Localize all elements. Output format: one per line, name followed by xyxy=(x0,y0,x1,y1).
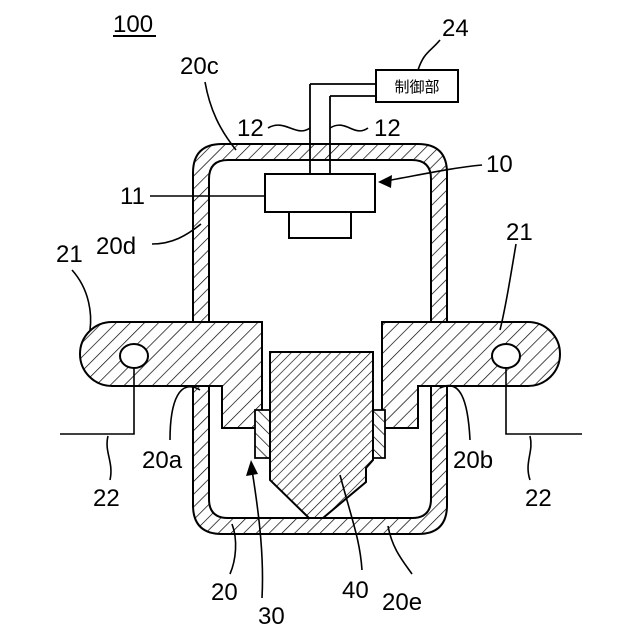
label-24: 24 xyxy=(442,15,469,42)
label-20b: 20b xyxy=(453,447,493,474)
label-40: 40 xyxy=(342,577,369,604)
label-22-right: 22 xyxy=(525,485,552,512)
part-40-body xyxy=(270,352,373,518)
part-30-left xyxy=(255,410,271,458)
leader-22-left xyxy=(107,436,111,480)
label-20a: 20a xyxy=(142,447,183,474)
label-21-left: 21 xyxy=(56,241,83,268)
leader-24 xyxy=(418,40,440,70)
label-20e: 20e xyxy=(382,589,422,616)
label-21-right: 21 xyxy=(506,219,533,246)
label-11: 11 xyxy=(120,183,145,210)
mount-hole-right xyxy=(492,344,520,368)
label-12-right: 12 xyxy=(374,115,401,142)
label-20d: 20d xyxy=(96,233,136,260)
label-10: 10 xyxy=(486,151,513,178)
figure-number: 100 xyxy=(113,11,153,38)
leader-20c xyxy=(205,82,236,150)
leader-21-right xyxy=(500,244,516,330)
leader-12-right xyxy=(330,125,368,131)
label-30: 30 xyxy=(258,603,285,630)
label-22-left: 22 xyxy=(93,485,120,512)
label-20c: 20c xyxy=(180,53,219,80)
label-20: 20 xyxy=(211,579,238,606)
leader-30-arrow xyxy=(246,460,258,476)
leader-21-left xyxy=(72,270,91,330)
controller-label: 制御部 xyxy=(394,78,439,96)
leader-10-arrow xyxy=(378,175,392,188)
leader-12-left xyxy=(268,125,310,131)
mount-hole-left xyxy=(120,344,148,368)
part-11-lower xyxy=(289,212,351,238)
part-10-upper xyxy=(265,174,375,212)
leader-22-right xyxy=(528,436,531,480)
label-12-left: 12 xyxy=(237,115,264,142)
